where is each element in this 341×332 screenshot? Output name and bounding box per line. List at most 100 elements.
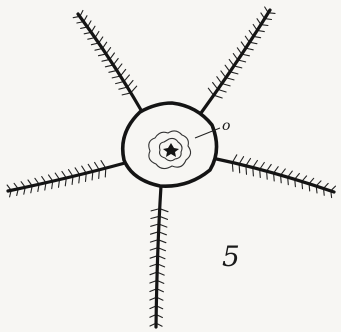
arm-spine xyxy=(245,36,248,41)
arm-spine xyxy=(150,281,156,283)
arm-spine xyxy=(65,180,66,186)
arm-spine xyxy=(160,225,167,228)
arm-spine xyxy=(151,217,158,219)
arm-spine xyxy=(109,71,115,73)
annotation-label: o xyxy=(222,118,230,134)
arm-spine xyxy=(261,13,264,17)
arm-spine xyxy=(309,185,310,191)
arm-spine xyxy=(88,21,91,26)
arm-spine xyxy=(268,165,272,170)
arm-left xyxy=(8,163,125,191)
arm-spine xyxy=(49,175,52,180)
arm-spine xyxy=(62,171,66,176)
arm-spine xyxy=(150,307,155,309)
arm-spine xyxy=(241,42,245,47)
arm-spine xyxy=(275,167,279,172)
arm-spine xyxy=(69,170,73,175)
arm-spine xyxy=(159,256,165,258)
arm-spine xyxy=(73,17,78,18)
arm-spine xyxy=(59,181,60,187)
arm-spine xyxy=(229,59,233,64)
arm-spine xyxy=(150,273,156,275)
arm-spine xyxy=(221,71,225,77)
arm-spine xyxy=(265,7,268,11)
arm-spine xyxy=(288,179,289,185)
arm-upper-left xyxy=(78,14,141,110)
arm-spine xyxy=(81,27,86,28)
arm-spine xyxy=(111,53,115,58)
arm-spine xyxy=(99,54,105,55)
arm-spine xyxy=(282,169,286,174)
arm-spine xyxy=(240,60,246,62)
arm-spine xyxy=(246,167,247,174)
arm-spine xyxy=(150,315,155,317)
arm-spine xyxy=(233,54,237,59)
arm-spine xyxy=(79,176,80,183)
arm-spine xyxy=(217,77,221,83)
arm-spine xyxy=(159,273,165,275)
arm-spine xyxy=(302,183,303,189)
arm-spine xyxy=(239,166,240,173)
arm-spine xyxy=(52,183,53,189)
arm-spine xyxy=(253,25,256,30)
arm-spine xyxy=(237,48,241,53)
arm-spine xyxy=(150,248,156,250)
arm-spine xyxy=(266,19,271,20)
arm-spine xyxy=(228,78,235,80)
arm-spine xyxy=(249,30,252,35)
arm-spine xyxy=(10,192,11,197)
arm-spine xyxy=(125,75,129,80)
arm-spine xyxy=(243,55,249,56)
arm-spine xyxy=(96,32,99,37)
arm-spine xyxy=(91,43,97,44)
arm-spine xyxy=(38,186,39,192)
arm-spine xyxy=(116,82,123,84)
arm-spine xyxy=(132,86,137,92)
arm-spine xyxy=(121,69,125,74)
arm-spine xyxy=(150,298,155,300)
arm-spine xyxy=(86,175,87,182)
arm-spine xyxy=(84,16,87,21)
arm-spine xyxy=(158,315,163,317)
arm-spine xyxy=(114,59,118,64)
arm-spine xyxy=(150,264,156,266)
arm-spine xyxy=(122,93,129,95)
arm-spine xyxy=(260,171,261,178)
arm-spine xyxy=(161,217,168,220)
arm-spine xyxy=(158,298,163,300)
arm-spine xyxy=(158,324,163,326)
arm-spine xyxy=(17,190,18,195)
arm-spine xyxy=(75,168,79,174)
arm-spine xyxy=(263,25,268,26)
arm-spine xyxy=(92,173,93,180)
arm-spine xyxy=(55,173,59,178)
arm-spine xyxy=(151,232,158,234)
arm-spine xyxy=(251,43,257,44)
arm-spine xyxy=(253,169,254,176)
arm-spine xyxy=(259,31,265,32)
arm-spine xyxy=(14,183,17,187)
arm-spine xyxy=(88,38,94,39)
arm-spine xyxy=(324,190,325,195)
arm-spine xyxy=(72,178,73,185)
arm-spine xyxy=(7,185,10,189)
arm-spine xyxy=(81,11,83,16)
arm-spine xyxy=(82,166,86,172)
arm-spine xyxy=(332,186,336,190)
arm-spine xyxy=(247,159,251,165)
arm-spine xyxy=(296,174,300,179)
arm-spine xyxy=(219,90,226,92)
arm-spine xyxy=(151,209,158,211)
arm-spine xyxy=(213,83,217,89)
arm-spine xyxy=(270,13,275,14)
arm-spine xyxy=(295,181,296,187)
arm-spine xyxy=(101,161,105,167)
arm-spine xyxy=(112,76,119,78)
arm-spine xyxy=(21,182,24,186)
arm-spine xyxy=(316,188,317,193)
arm-spine xyxy=(159,265,165,267)
arm-spine xyxy=(95,162,99,168)
arm-spine xyxy=(42,177,45,182)
